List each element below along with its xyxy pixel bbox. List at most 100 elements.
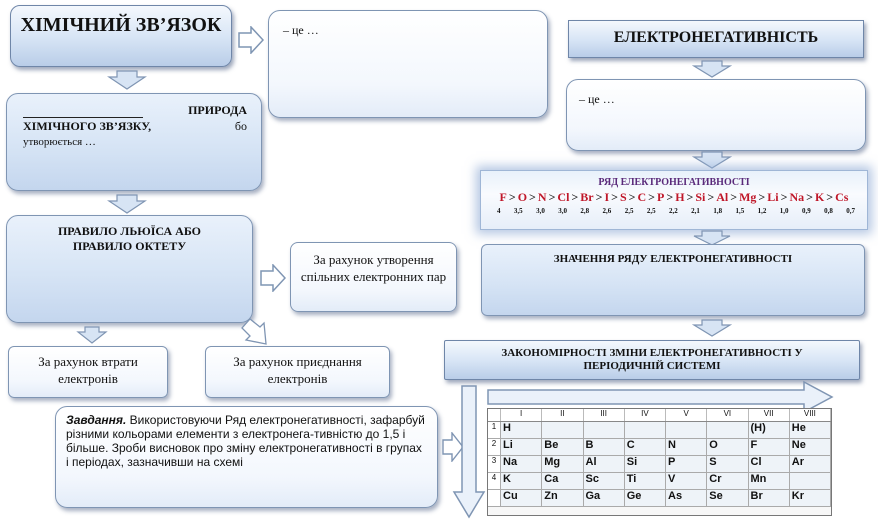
arrow-down-icon — [452, 385, 486, 519]
group-label: II — [542, 409, 584, 421]
series-element: Na — [789, 190, 805, 204]
chem-bond-definition-box[interactable]: – це … — [268, 10, 548, 118]
lewis-title: ПРАВИЛО ЛЬЮЇСА АБО ПРАВИЛО ОКТЕТУ — [57, 224, 202, 253]
element-cell: Ar — [789, 456, 831, 472]
task-box[interactable]: Завдання. Використовуючи Ряд електронега… — [55, 406, 438, 508]
element-cell: C — [624, 439, 666, 455]
series-element: Li — [767, 190, 779, 204]
group-label: VI — [707, 409, 749, 421]
element-cell: Sc — [583, 473, 625, 489]
arrow-down-icon — [76, 326, 108, 344]
gain-box[interactable]: За рахунок приєднання електронів — [205, 346, 390, 398]
greater-than-sign: > — [730, 190, 738, 204]
element-cell: Ge — [624, 490, 666, 506]
period-number: 2 — [488, 439, 501, 455]
nature-line1: ПРИРОДА — [188, 103, 247, 117]
element-cell: H — [501, 422, 543, 438]
arrow-right-icon — [260, 264, 286, 292]
series-element: Br — [580, 190, 594, 204]
series-element: S — [619, 190, 627, 204]
element-cell: N — [666, 439, 708, 455]
greater-than-sign: > — [529, 190, 536, 204]
lewis-box[interactable]: ПРАВИЛО ЛЬЮЇСА АБО ПРАВИЛО ОКТЕТУ — [6, 215, 253, 323]
en-title-box: ЕЛЕКТРОНЕГАТИВНІСТЬ — [568, 20, 864, 58]
series-value: 1,0 — [779, 207, 789, 215]
element-cell — [789, 473, 831, 489]
en-title: ЕЛЕКТРОНЕГАТИВНІСТЬ — [613, 29, 819, 46]
element-cell: Se — [707, 490, 749, 506]
greater-than-sign: > — [595, 190, 603, 204]
series-element: Mg — [739, 190, 757, 204]
en-series-title: РЯД ЕЛЕКТРОНЕГАТИВНОСТІ — [598, 177, 750, 188]
element-cell — [624, 422, 666, 438]
element-cell: Li — [501, 439, 543, 455]
gain-text: За рахунок приєднання електронів — [233, 354, 362, 386]
element-cell: P — [666, 456, 708, 472]
greater-than-sign: > — [611, 190, 618, 204]
loss-box[interactable]: За рахунок втрати електронів — [8, 346, 168, 398]
arrow-down-icon — [693, 230, 731, 246]
arrow-right-icon — [238, 26, 264, 54]
values-meaning-box[interactable]: ЗНАЧЕННЯ РЯДУ ЕЛЕКТРОНЕГАТИВНОСТІ — [481, 244, 865, 316]
element-cell: Kr — [789, 490, 831, 506]
arrow-down-icon — [692, 319, 732, 337]
element-cell: S — [707, 456, 749, 472]
shared-pairs-box[interactable]: За рахунок утворення спільних електронни… — [290, 242, 457, 312]
element-cell: Ga — [583, 490, 625, 506]
group-label: III — [584, 409, 625, 421]
nature-bo: бо — [234, 119, 247, 133]
greater-than-sign: > — [628, 190, 636, 204]
greater-than-sign: > — [806, 190, 813, 204]
greater-than-sign: > — [648, 190, 655, 204]
group-label: V — [666, 409, 708, 421]
series-element: H — [675, 190, 685, 204]
greater-than-sign: > — [508, 190, 516, 204]
greater-than-sign: > — [780, 190, 788, 204]
element-cell: Zn — [542, 490, 584, 506]
loss-text: За рахунок втрати електронів — [38, 354, 138, 386]
nature-box[interactable]: ПРИРОДА ХІМІЧНОГО ЗВ’ЯЗКУ, бо утворюєтьс… — [6, 93, 262, 191]
nature-blank — [23, 102, 143, 118]
element-cell — [583, 422, 625, 438]
en-definition: – це … — [579, 92, 615, 106]
nature-line3: утворюється … — [23, 136, 96, 148]
arrow-diagonal-icon — [241, 318, 267, 345]
series-value: 2,8 — [580, 207, 590, 215]
group-label: IV — [625, 409, 666, 421]
greater-than-sign: > — [758, 190, 766, 204]
series-element: Cs — [835, 190, 849, 204]
series-value: 2,5 — [624, 207, 634, 215]
element-cell: (H) — [748, 422, 790, 438]
greater-than-sign: > — [826, 190, 834, 204]
element-cell: Mg — [542, 456, 584, 472]
nature-line2: ХІМІЧНОГО ЗВ’ЯЗКУ, — [23, 119, 152, 133]
greater-than-sign: > — [571, 190, 579, 204]
series-element: C — [637, 190, 647, 204]
greater-than-sign: > — [548, 190, 556, 204]
arrow-down-icon — [107, 70, 147, 90]
series-element: P — [657, 190, 665, 204]
element-cell — [666, 422, 708, 438]
period-number: 1 — [488, 422, 501, 438]
group-label: I — [501, 409, 543, 421]
series-value: 0,8 — [824, 207, 833, 215]
chem-bond-title: ХІМІЧНИЙ ЗВ’ЯЗОК — [20, 14, 222, 36]
en-definition-box[interactable]: – це … — [566, 79, 866, 151]
arrow-down-icon — [692, 60, 732, 78]
series-value: 3,5 — [513, 207, 523, 215]
series-element: Cl — [557, 190, 570, 204]
en-series-elements: F>O>N>Cl>Br>I>S>C>P>H>Si>Al>Mg>Li>Na>K>C… — [481, 190, 867, 205]
series-value: 0,9 — [801, 207, 811, 215]
greater-than-sign: > — [686, 190, 694, 204]
element-cell: K — [501, 473, 543, 489]
element-cell: V — [666, 473, 708, 489]
series-element: I — [604, 190, 610, 204]
patterns-title-box: ЗАКОНОМІРНОСТІ ЗМІНИ ЕЛЕКТРОНЕГАТИВНОСТІ… — [444, 340, 860, 380]
values-meaning-title: ЗНАЧЕННЯ РЯДУ ЕЛЕКТРОНЕГАТИВНОСТІ — [553, 253, 793, 265]
greater-than-sign: > — [707, 190, 715, 204]
series-element: F — [499, 190, 507, 204]
